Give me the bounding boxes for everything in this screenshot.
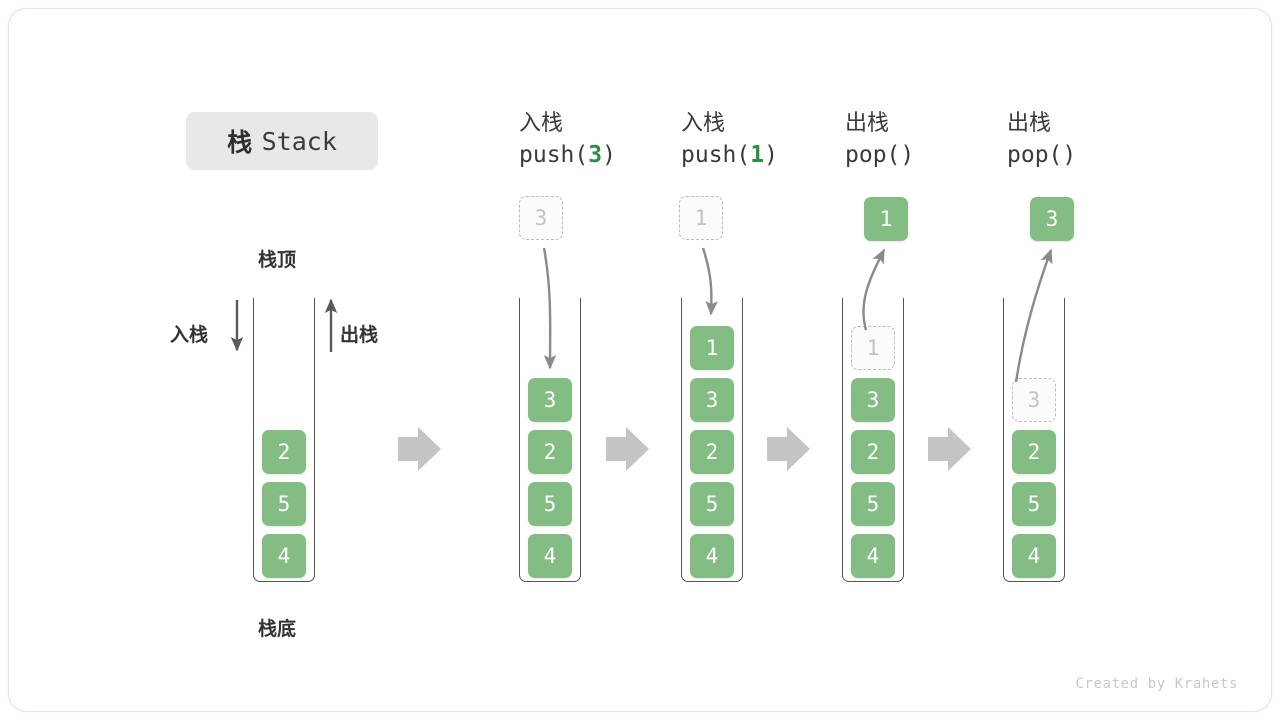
code-suffix: )	[602, 142, 616, 168]
stack-container-push-3	[519, 298, 581, 582]
pop-direction-label: 出栈	[340, 325, 379, 346]
stack-cell: 2	[262, 430, 306, 474]
op-label-cn: 出栈	[1007, 110, 1052, 135]
op-label-code: push(1)	[681, 138, 778, 172]
stack-cell: 4	[1012, 534, 1056, 578]
stack-cell: 2	[528, 430, 572, 474]
code-arg: 1	[750, 142, 765, 168]
diagram-title-chip: 栈 Stack	[186, 112, 378, 170]
stack-cell: 5	[1012, 482, 1056, 526]
code-suffix: )	[900, 142, 915, 168]
stack-cell: 5	[690, 482, 734, 526]
outgoing-cell: 1	[864, 197, 908, 241]
stack-cell: 5	[262, 482, 306, 526]
stack-container-initial	[253, 298, 315, 582]
stack-cell: 3	[851, 378, 895, 422]
stack-cell: 3	[690, 378, 734, 422]
stack-bottom-label: 栈底	[258, 619, 297, 640]
incoming-cell: 3	[519, 196, 563, 240]
watermark: Created by Krahets	[1075, 676, 1238, 692]
op-label-code: pop()	[1007, 138, 1076, 172]
stack-cell: 5	[528, 482, 572, 526]
stack-cell: 4	[262, 534, 306, 578]
op-header-pop-1: 出栈 pop()	[845, 108, 914, 172]
code-arg: 3	[588, 142, 603, 168]
op-label-cn: 入栈	[519, 110, 564, 135]
op-label-cn: 出栈	[845, 110, 890, 135]
stack-cell: 3	[1012, 378, 1056, 422]
stack-top-label: 栈顶	[258, 250, 297, 271]
title-cn: 栈	[227, 129, 253, 157]
incoming-cell: 1	[679, 196, 723, 240]
stack-container-pop-1	[842, 298, 904, 582]
push-direction-label: 入栈	[170, 325, 209, 346]
code-suffix: )	[1062, 142, 1077, 168]
op-label-cn: 入栈	[681, 110, 726, 135]
stack-cell: 2	[690, 430, 734, 474]
stack-cell: 4	[690, 534, 734, 578]
stack-container-push-1	[681, 298, 743, 582]
op-label-code: push(3)	[519, 138, 616, 172]
stack-cell: 3	[528, 378, 572, 422]
outgoing-cell: 3	[1030, 197, 1074, 241]
stack-cell: 5	[851, 482, 895, 526]
op-header-pop-3: 出栈 pop()	[1007, 108, 1076, 172]
code-prefix: push(	[681, 142, 751, 168]
op-header-push-1: 入栈 push(1)	[681, 108, 778, 172]
op-label-code: pop()	[845, 138, 914, 172]
title-en: Stack	[261, 126, 337, 156]
code-prefix: pop(	[1007, 142, 1063, 168]
stack-cell: 2	[851, 430, 895, 474]
stack-container-pop-3	[1003, 298, 1065, 582]
stack-cell: 4	[851, 534, 895, 578]
code-prefix: pop(	[845, 142, 901, 168]
code-prefix: push(	[519, 142, 589, 168]
stack-cell: 4	[528, 534, 572, 578]
op-header-push-3: 入栈 push(3)	[519, 108, 616, 172]
stack-cell: 1	[690, 326, 734, 370]
code-suffix: )	[764, 142, 778, 168]
stack-cell: 2	[1012, 430, 1056, 474]
stack-cell: 1	[851, 326, 895, 370]
